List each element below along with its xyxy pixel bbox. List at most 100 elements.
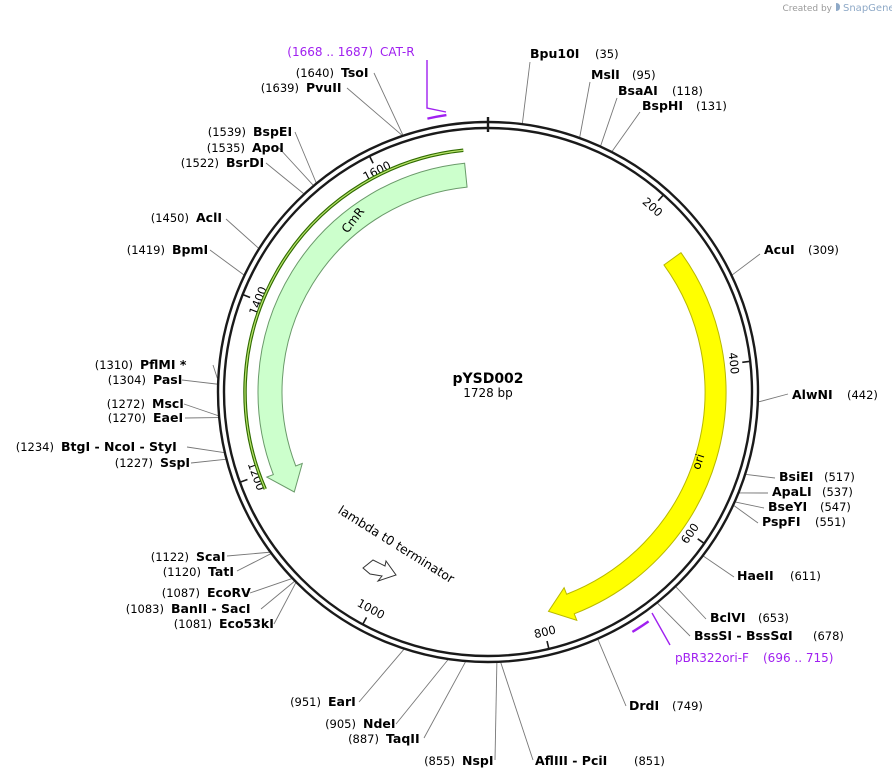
site-name-drdi: DrdI	[629, 698, 659, 713]
site-leader-bsrdi	[265, 162, 304, 194]
site-pos-aflIII: (851)	[634, 754, 665, 768]
tick-label-800: 800	[533, 623, 558, 642]
cat-r-primer-name: CAT-R	[380, 45, 415, 59]
site-haeii[interactable]: HaeII(611)	[737, 568, 821, 583]
site-tati[interactable]: (1120)TatI	[163, 564, 234, 579]
site-apali[interactable]: ApaLI(537)	[772, 484, 853, 499]
site-bsaai[interactable]: BsaAI(118)	[618, 83, 703, 98]
site-eari[interactable]: (951)EarI	[290, 694, 356, 709]
site-eaei[interactable]: (1270)EaeI	[108, 410, 183, 425]
site-bpu10i[interactable]: Bpu10I(35)	[530, 46, 619, 61]
site-acui[interactable]: AcuI(309)	[764, 242, 839, 257]
pbr322ori-f-primer-arc[interactable]	[631, 620, 650, 633]
site-pos-acui: (309)	[808, 243, 839, 257]
site-name-alwni: AlwNI	[792, 387, 833, 402]
site-nspi[interactable]: (855) NspI	[424, 753, 493, 768]
site-pos-pflmi: (1310)	[95, 358, 133, 372]
site-scai[interactable]: (1122)ScaI	[151, 549, 226, 564]
site-name-bpmi: BpmI	[172, 242, 208, 257]
site-leader-bsaai	[600, 97, 618, 146]
tick-label-400: 400	[726, 352, 742, 375]
site-name-taqii: TaqII	[386, 731, 420, 746]
site-pos-taqii: (887)	[348, 732, 379, 746]
site-pvuii[interactable]: (1639) PvuII	[261, 80, 342, 95]
credit-brand: SnapGene	[843, 3, 892, 14]
site-name-pvuii: PvuII	[306, 80, 342, 95]
ori-label: ori	[689, 452, 707, 471]
site-pos-acli: (1450)	[151, 211, 189, 225]
site-pos-tsoi: (1640)	[296, 66, 334, 80]
site-bpmi[interactable]: (1419)BpmI	[127, 242, 208, 257]
site-leader-bclvi	[675, 586, 707, 620]
cmr-orf-line-highlight	[244, 149, 464, 490]
site-name-eaei: EaeI	[153, 410, 183, 425]
site-name-banii: BanII - SacI	[171, 601, 251, 616]
snapgene-logo-icon	[836, 3, 840, 11]
plasmid-name: pYSD002	[452, 371, 523, 387]
terminator-feature-arrow[interactable]	[362, 559, 397, 583]
plasmid-length: 1728 bp	[463, 386, 513, 400]
ori-feature-arrow[interactable]	[547, 251, 727, 622]
cmr-feature-arrow[interactable]	[257, 162, 468, 493]
site-leader-bsssi	[657, 603, 691, 637]
site-name-tsoi: TsoI	[341, 65, 369, 80]
site-aflIII[interactable]: AflIII - PciI(851)	[535, 753, 665, 768]
site-leader-bpu10i	[521, 61, 531, 124]
site-leader-aflIII	[500, 662, 534, 761]
site-banii[interactable]: (1083)BanII - SacI	[126, 601, 251, 616]
site-pspfi[interactable]: PspFI(551)	[762, 514, 846, 529]
pbr322ori-f-primer-range: (696 .. 715)	[763, 651, 833, 665]
site-leader-haeii	[703, 555, 735, 578]
site-pos-msli: (95)	[632, 68, 656, 82]
site-msli[interactable]: MslI (95)	[591, 67, 656, 82]
site-pos-pspfi: (551)	[815, 515, 846, 529]
site-name-msli: MslI	[591, 67, 620, 82]
tick-mark-200	[657, 194, 665, 202]
site-pasi[interactable]: (1304) PasI	[108, 372, 183, 387]
site-btgi[interactable]: (1234)BtgI - NcoI - StyI	[16, 439, 177, 454]
site-pos-pvuii: (1639)	[261, 81, 299, 95]
site-pos-bsphi: (131)	[696, 99, 727, 113]
site-name-pasi: PasI	[153, 372, 182, 387]
site-leader-bspei	[294, 131, 317, 183]
site-alwni[interactable]: AlwNI(442)	[792, 387, 878, 402]
site-acli[interactable]: (1450)AclI	[151, 210, 222, 225]
site-ndei[interactable]: (905)NdeI	[325, 716, 395, 731]
site-pflmi[interactable]: (1310) PflMI *	[95, 357, 187, 372]
site-pos-drdi: (749)	[672, 699, 703, 713]
site-name-pflmi: PflMI *	[140, 357, 187, 372]
site-name-bsphi: BspHI	[642, 98, 683, 113]
site-name-haeii: HaeII	[737, 568, 774, 583]
site-drdi[interactable]: DrdI (749)	[629, 698, 703, 713]
tick-label-1000: 1000	[355, 596, 387, 622]
site-bspei[interactable]: (1539)BspEI	[208, 124, 292, 139]
site-pos-bsaai: (118)	[672, 84, 703, 98]
site-name-msci: MscI	[152, 396, 184, 411]
site-taqii[interactable]: (887) TaqII	[348, 731, 420, 746]
site-bsphi[interactable]: BspHI (131)	[642, 98, 727, 113]
site-pos-pasi: (1304)	[108, 373, 146, 387]
site-sspi[interactable]: (1227)SspI	[115, 455, 190, 470]
site-bsrdi[interactable]: (1522)BsrDI	[181, 155, 264, 170]
site-leader-ndei	[395, 659, 449, 725]
cat-r-primer-arc[interactable]	[427, 113, 447, 120]
site-name-ndei: NdeI	[363, 716, 396, 731]
site-ecorv[interactable]: (1087)EcoRV	[162, 585, 251, 600]
site-leader-nspi	[494, 662, 498, 761]
site-bclvi[interactable]: BclVI(653)	[710, 610, 789, 625]
site-apoi[interactable]: (1535)ApoI	[207, 140, 284, 155]
tick-mark-1600	[368, 155, 374, 164]
site-bseyi[interactable]: BseYI(547)	[768, 499, 851, 514]
site-tsoi[interactable]: (1640) TsoI	[296, 65, 369, 80]
site-eco53ki[interactable]: (1081)Eco53kI	[174, 616, 274, 631]
tick-mark-800	[546, 640, 550, 650]
site-bsssi[interactable]: BssSI - BssSαI(678)	[694, 628, 844, 643]
site-pos-bsssi: (678)	[813, 629, 844, 643]
site-name-nspi: NspI	[462, 753, 494, 768]
site-bsiei[interactable]: BsiEI(517)	[779, 469, 855, 484]
site-pos-nspi: (855)	[424, 754, 455, 768]
site-name-tati: TatI	[208, 564, 234, 579]
site-leader-pflmi	[212, 364, 218, 379]
site-name-bsrdi: BsrDI	[226, 155, 264, 170]
site-msci[interactable]: (1272)MscI	[107, 396, 184, 411]
